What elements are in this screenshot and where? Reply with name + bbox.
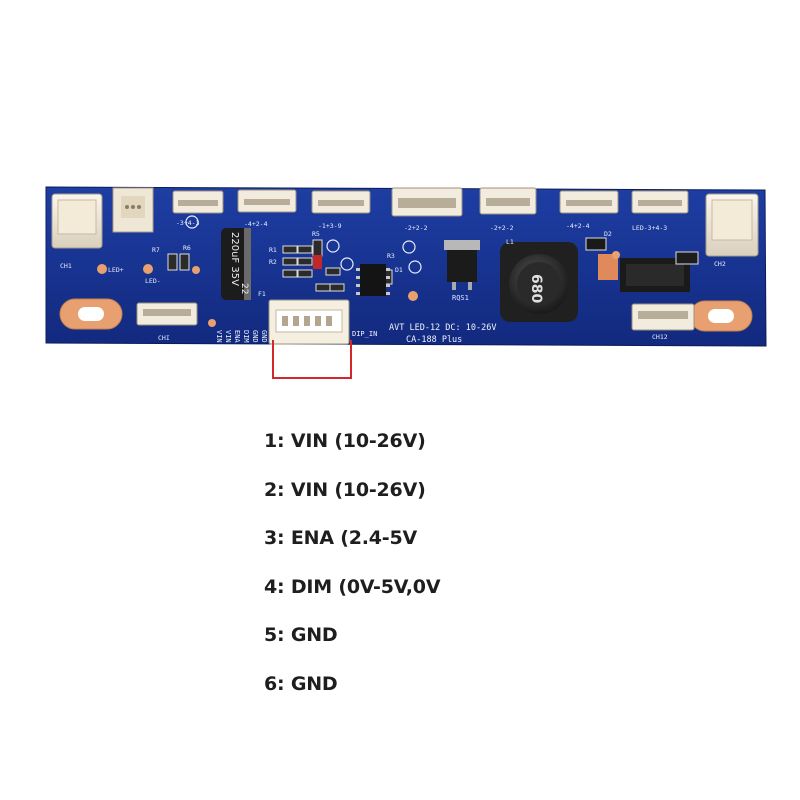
capacitor-label: 220uF 35V bbox=[229, 232, 240, 286]
mounting-slot-left-hole bbox=[78, 307, 104, 321]
test-points bbox=[97, 251, 620, 327]
pin-label-ch3: -3+4-3 bbox=[176, 219, 200, 227]
smd-capacitor-right bbox=[675, 251, 699, 265]
ffc-connector-ch12-pins bbox=[638, 311, 688, 319]
ref-r2: R2 bbox=[269, 258, 277, 266]
ref-r1: R1 bbox=[269, 246, 277, 254]
connector-small-3pin bbox=[112, 187, 154, 233]
label-ch1: CH1 bbox=[60, 262, 72, 270]
mounting-slot-right-hole bbox=[708, 309, 734, 323]
pin-label-ch9: -2+2-2 bbox=[404, 224, 428, 232]
dip-in-label: DIP_IN bbox=[352, 330, 377, 338]
ffc-connector-chi-pins bbox=[143, 309, 191, 316]
mosfet-label: RQS1 bbox=[452, 294, 469, 302]
ref-f1: F1 bbox=[258, 290, 266, 298]
pin-label-ch8: -1+3-9 bbox=[318, 222, 342, 230]
pinout-list: 1: VIN (10-26V) 2: VIN (10-26V) 3: ENA (… bbox=[264, 425, 441, 716]
pin-label-ch6: -4+2-4 bbox=[566, 222, 590, 230]
red-resistor bbox=[313, 255, 322, 269]
pin-name-1: VIN bbox=[215, 330, 223, 343]
pin-name-6: GND bbox=[260, 330, 268, 343]
capacitor-code: 22 bbox=[239, 283, 249, 294]
pinout-item-1: 1: VIN (10-26V) bbox=[264, 430, 426, 452]
pinout-item-3: 3: ENA (2.4-5V bbox=[264, 527, 417, 549]
inductor: 680 bbox=[500, 242, 578, 322]
pin-label-ch7: -4+2-4 bbox=[244, 220, 268, 228]
ref-r3: R3 bbox=[387, 252, 395, 260]
label-ch12: CH12 bbox=[652, 333, 668, 341]
ref-d2: D2 bbox=[604, 230, 612, 238]
ic-chip bbox=[356, 264, 390, 296]
inductor-marking: 680 bbox=[528, 274, 544, 303]
label-ch2: CH2 bbox=[714, 260, 726, 268]
pinout-item-6: 6: GND bbox=[264, 672, 338, 695]
ffc-connectors-top bbox=[172, 187, 689, 217]
silkscreen-rings bbox=[185, 215, 422, 274]
board-silkscreen-title: AVT LED-12 DC: 10-26V bbox=[389, 323, 496, 333]
pin-name-5: GND bbox=[251, 330, 259, 343]
board-silkscreen-model: CA-188 Plus bbox=[406, 335, 462, 345]
ffc-pins bbox=[178, 198, 682, 208]
led-minus-left: LED- bbox=[145, 277, 161, 285]
connector-ch2 bbox=[705, 193, 759, 257]
ref-d1: D1 bbox=[395, 266, 403, 274]
diode-d2 bbox=[585, 237, 607, 251]
connector-ch1 bbox=[51, 193, 103, 249]
orange-trace-pad bbox=[598, 254, 618, 280]
pinout-item-5: 5: GND bbox=[264, 624, 338, 646]
ref-r5: R5 bbox=[312, 230, 320, 238]
pin-label-ch11: LED-3+4-3 bbox=[632, 224, 667, 232]
pinout-item-2: 2: VIN (10-26V) bbox=[264, 478, 426, 501]
ref-r6: R6 bbox=[183, 244, 191, 252]
pin-name-2: VIN bbox=[224, 330, 232, 343]
highlight-box bbox=[272, 340, 352, 379]
pin-name-4: DIM bbox=[242, 330, 250, 343]
ref-r7: R7 bbox=[152, 246, 160, 254]
label-chi: CHI bbox=[158, 334, 170, 342]
led-driver-board-photo: 220uF 35V 22 RQS1 bbox=[45, 186, 767, 379]
mosfet: RQS1 bbox=[444, 240, 480, 302]
pin-name-3: ENA bbox=[233, 330, 241, 343]
pin-label-ch10: -2+2-2 bbox=[490, 224, 514, 232]
ref-l1: L1 bbox=[506, 238, 514, 246]
electrolytic-capacitor: 220uF 35V 22 bbox=[221, 228, 251, 300]
dip-in-connector bbox=[268, 299, 350, 345]
led-plus-left: LED+ bbox=[108, 266, 124, 274]
pinout-item-4: 4: DIM (0V-5V,0V bbox=[264, 575, 441, 598]
